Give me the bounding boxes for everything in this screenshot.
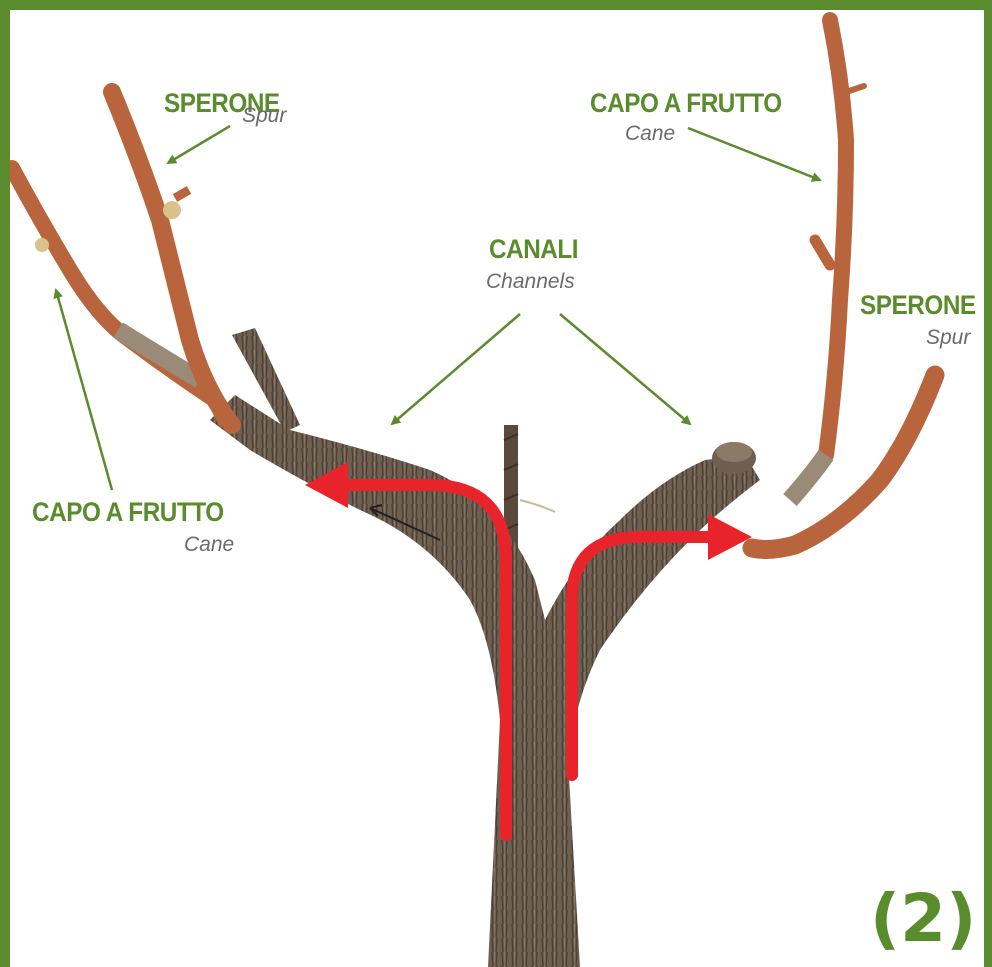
- label-channels-main: CANALI: [489, 234, 578, 265]
- label-spur-right-main: SPERONE: [860, 290, 976, 321]
- label-cane-left-sub: Cane: [184, 533, 234, 557]
- left-cane: [12, 168, 225, 420]
- right-cane: [790, 20, 864, 500]
- vine-trunk: [210, 328, 760, 967]
- label-cane-right-sub: Cane: [625, 122, 675, 146]
- label-cane-right-main: CAPO A FRUTTO: [590, 88, 782, 119]
- figure-number: (2): [870, 880, 976, 957]
- arrow-to-left-spur: [168, 126, 230, 163]
- label-spur-left-sub: Spur: [242, 104, 286, 128]
- arrow-channels-left: [392, 314, 520, 424]
- label-cane-left-main: CAPO A FRUTTO: [32, 497, 224, 528]
- label-spur-right-sub: Spur: [926, 326, 970, 350]
- arrow-to-right-cane: [688, 128, 820, 180]
- arrow-channels-right: [560, 314, 690, 424]
- pointer-arrows: [56, 126, 820, 490]
- label-channels-sub: Channels: [486, 270, 575, 294]
- right-spur: [752, 375, 935, 549]
